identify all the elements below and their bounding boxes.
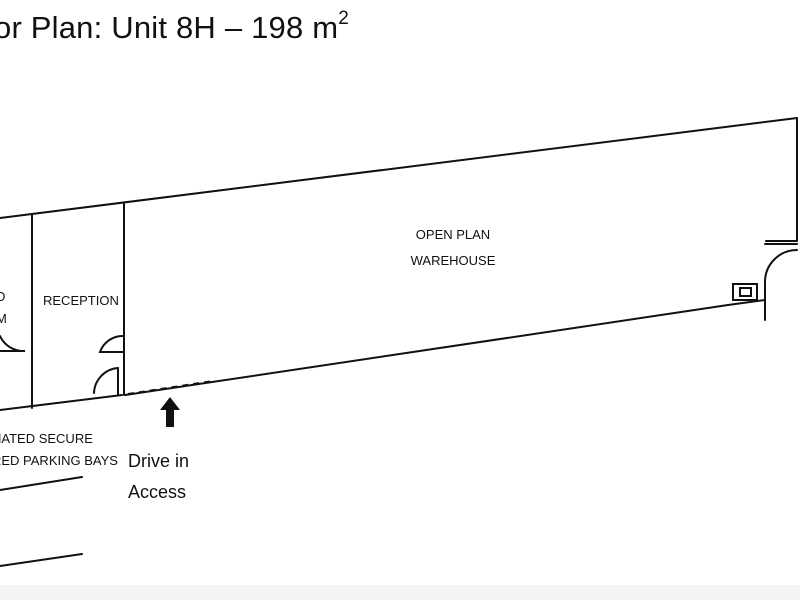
arrow-up-icon	[160, 397, 180, 427]
south-wall-offices	[0, 394, 123, 411]
plan-title-text: or Plan: Unit 8H – 198 m	[0, 10, 339, 45]
reception-door-swing	[98, 334, 125, 353]
parking-line-1	[0, 476, 83, 491]
drive-in-label-line1: Drive in	[128, 451, 190, 471]
warehouse-label-line2: WAREHOUSE	[410, 253, 496, 268]
drive-in-label-line2: Access	[128, 482, 187, 502]
utility-box-inner	[739, 287, 752, 297]
warehouse-label: OPEN PLAN WAREHOUSE	[392, 222, 514, 274]
warehouse-label-line1: OPEN PLAN	[415, 227, 491, 242]
reception-label: RECEPTION	[43, 293, 119, 308]
office-room-label-line1: D	[0, 289, 6, 304]
drive-in-label: Drive in Access	[128, 446, 189, 508]
entrance-door-swing	[93, 367, 119, 394]
south-wall-east	[727, 299, 766, 306]
parking-label-line1: NATED SECURE	[0, 431, 93, 446]
south-wall-warehouse	[124, 304, 729, 396]
drive-in-opening	[127, 380, 214, 395]
utility-box	[732, 283, 758, 301]
parking-line-2	[0, 553, 83, 567]
rear-door-swing	[764, 243, 798, 321]
parking-label-line2: RED PARKING BAYS	[0, 453, 118, 468]
office-door-swing	[0, 335, 26, 353]
bottom-band	[0, 585, 800, 600]
plan-title: or Plan: Unit 8H – 198 m2	[0, 8, 349, 46]
north-wall	[0, 117, 798, 219]
office-room-label-line2: M	[0, 311, 7, 326]
office-room-label: D M	[0, 286, 7, 330]
area-superscript: 2	[338, 8, 350, 29]
parking-label: NATED SECURE RED PARKING BAYS	[0, 428, 118, 472]
